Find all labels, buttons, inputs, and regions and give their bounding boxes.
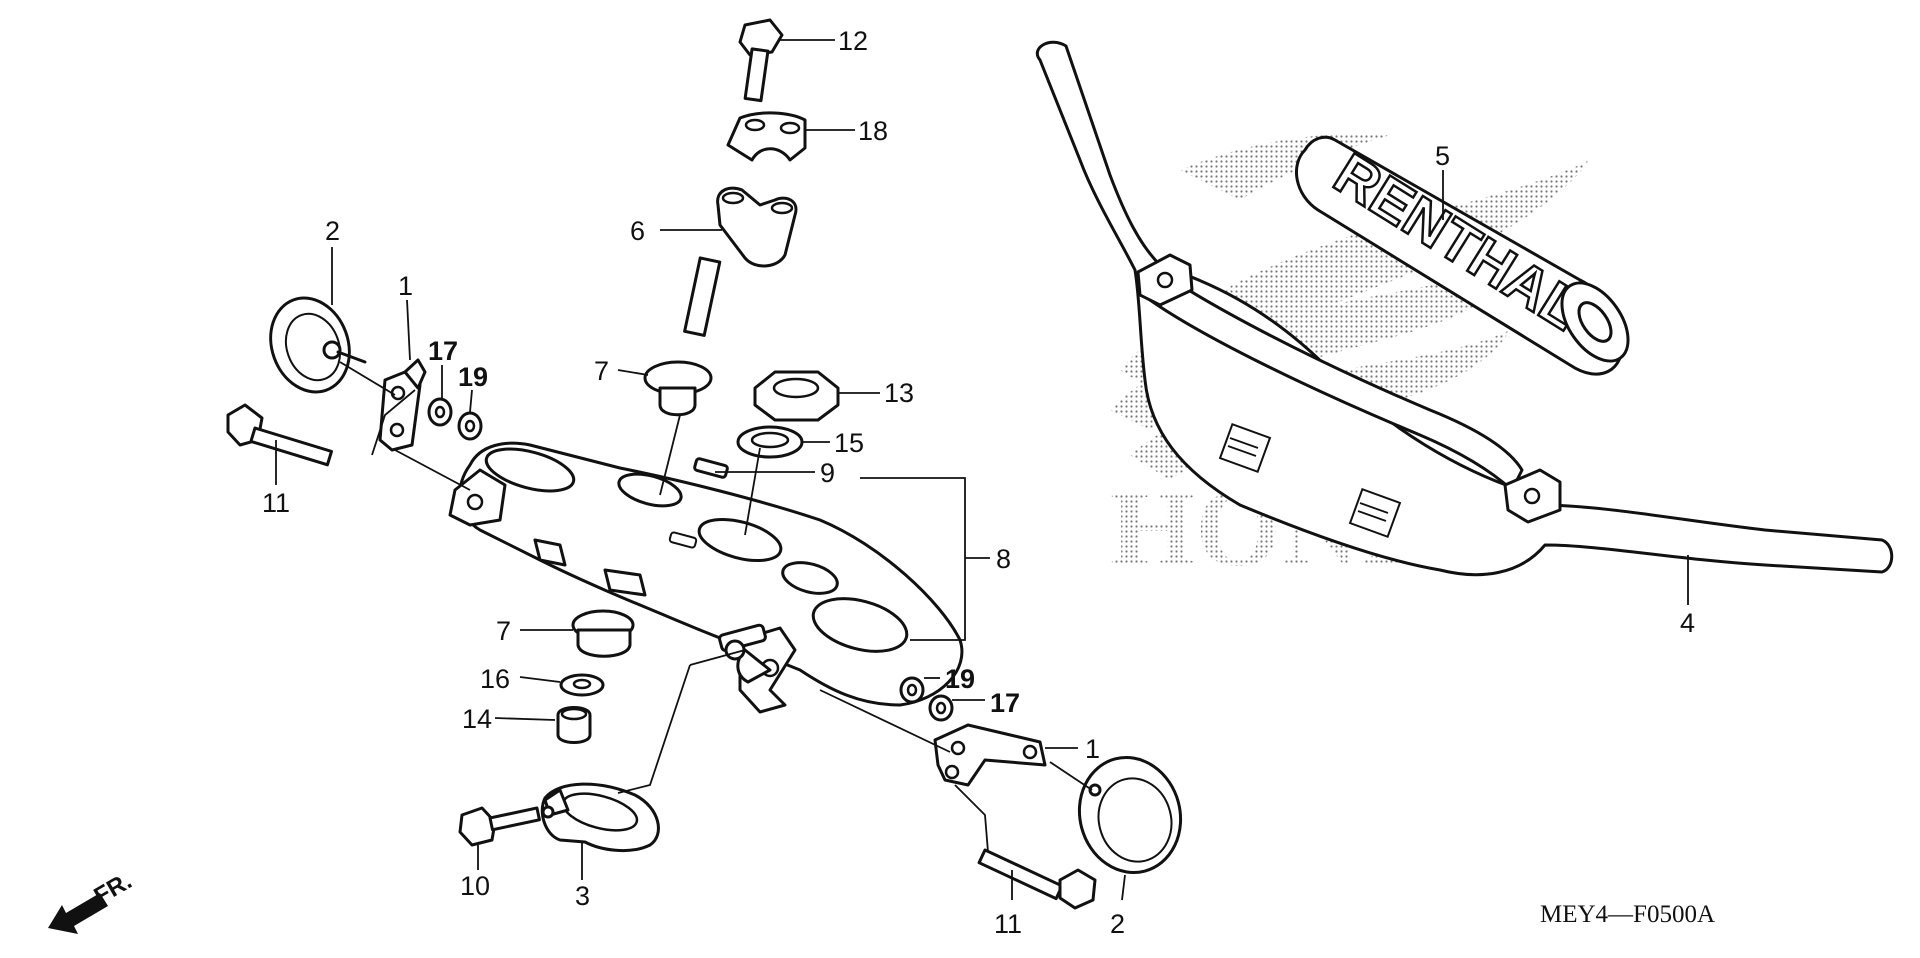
callout-4: 4 xyxy=(1680,608,1695,638)
callout-11-lower: 11 xyxy=(994,909,1022,939)
stem-nut-13 xyxy=(753,370,840,422)
callout-17-upper: 17 xyxy=(428,336,458,366)
callout-3: 3 xyxy=(575,881,590,911)
callout-19-upper: 19 xyxy=(458,362,488,392)
bracket-lower xyxy=(933,723,1047,787)
callout-16: 16 xyxy=(480,664,510,694)
assembly-lines xyxy=(339,361,1093,853)
knurl-right xyxy=(1348,487,1402,539)
washer-16 xyxy=(559,673,605,697)
nut-17-lower xyxy=(928,694,954,722)
handlebar xyxy=(1036,40,1894,577)
callout-19-lower: 19 xyxy=(945,664,975,694)
bar-end-cap-upper xyxy=(269,296,367,394)
bolt-11-upper xyxy=(226,403,334,467)
callout-2-upper: 2 xyxy=(325,216,340,246)
callout-1-lower: 1 xyxy=(1085,734,1100,764)
upper-holder-18 xyxy=(726,111,807,162)
callout-leaders xyxy=(275,39,1689,901)
callout-8: 8 xyxy=(996,544,1011,574)
nut-19-lower xyxy=(899,676,925,704)
callout-12: 12 xyxy=(838,26,868,56)
washer-15 xyxy=(736,425,804,459)
callout-10: 10 xyxy=(460,871,490,901)
nut-19-upper xyxy=(457,411,483,441)
plate-9 xyxy=(693,457,729,479)
callout-9: 9 xyxy=(820,458,835,488)
callout-18: 18 xyxy=(858,116,888,146)
lower-holder-6 xyxy=(683,186,798,337)
callout-17-lower: 17 xyxy=(990,688,1020,718)
callout-1-upper: 1 xyxy=(398,271,413,301)
front-direction-arrow: FR. xyxy=(48,867,136,934)
callout-14: 14 xyxy=(462,704,492,734)
bolt-11-lower xyxy=(977,848,1097,910)
nut-17-upper xyxy=(427,397,453,427)
callout-11-upper: 11 xyxy=(262,488,290,518)
bar-end-cap-lower xyxy=(1077,756,1183,874)
bolt-10 xyxy=(458,805,555,847)
callout-7-upper: 7 xyxy=(594,356,609,386)
callout-labels: 12 18 6 7 13 15 9 8 7 16 14 19 17 1 2 11… xyxy=(262,26,1695,939)
bracket-upper xyxy=(378,358,427,452)
knurl-left xyxy=(1218,422,1272,474)
callout-7-lower: 7 xyxy=(496,616,511,646)
callout-5: 5 xyxy=(1435,141,1450,171)
damper-7-lower xyxy=(571,609,635,658)
fork-clamp-3 xyxy=(540,782,660,852)
nut-14 xyxy=(556,706,592,744)
callout-15: 15 xyxy=(834,428,864,458)
drawing-code: MEY4—F0500A xyxy=(1540,901,1715,928)
bolt-12 xyxy=(738,18,784,103)
damper-7-upper xyxy=(643,360,713,417)
callout-13: 13 xyxy=(884,378,914,408)
callout-2-lower: 2 xyxy=(1110,909,1125,939)
top-bridge xyxy=(448,441,964,714)
callout-6: 6 xyxy=(630,216,645,246)
